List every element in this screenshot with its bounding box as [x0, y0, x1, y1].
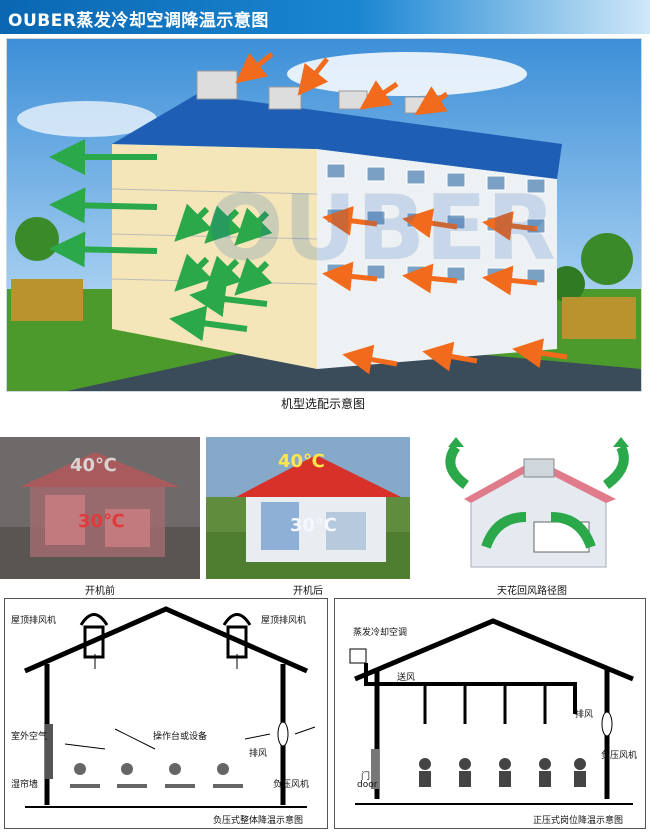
positive-pressure-diagram: 蒸发冷却空调 送风 排风 门 door 负压风机 正压式岗位降温示意图: [334, 598, 646, 829]
before-inside-temp: 30℃: [78, 511, 125, 532]
main-illustration: OUBER: [6, 38, 642, 392]
supply-air-label: 送风: [397, 673, 416, 683]
evap-unit-label: 蒸发冷却空调: [353, 628, 408, 638]
negative-pressure-diagram: 屋顶排风机 屋顶排风机 室外空气 湿帘墙 操作台或设备 排风 负压风机 负压式整…: [4, 598, 328, 829]
after-roof-temp: 40℃: [278, 451, 325, 472]
after-inside-temp: 30℃: [290, 515, 337, 536]
exhaust-label: 排风: [249, 749, 268, 759]
wet-curtain-label: 湿帘墙: [11, 780, 39, 790]
watermark-text: OUBER: [207, 176, 556, 281]
negative-fan-label: 负压风机: [273, 780, 310, 790]
door-label: 门: [361, 772, 371, 782]
positive-pressure-caption: 正压式岗位降温示意图: [533, 816, 624, 826]
workstation-label: 操作台或设备: [153, 732, 208, 742]
negative-fan-label-right: 负压风机: [601, 751, 638, 761]
negative-pressure-caption: 负压式整体降温示意图: [213, 816, 304, 826]
before-photo: 40℃ 30℃: [0, 437, 200, 579]
page-title: OUBER蒸发冷却空调降温示意图: [8, 11, 269, 31]
building-diagram: OUBER: [7, 39, 641, 391]
exhaust-label-right: 排风: [575, 710, 594, 720]
roof-fan-left-label: 屋顶排风机: [11, 616, 57, 626]
main-caption: 机型选配示意图: [280, 397, 365, 411]
header-bar: [0, 0, 650, 34]
return-air-diagram: [416, 437, 648, 579]
before-caption: 开机前: [85, 586, 115, 597]
return-caption: 天花回风路径图: [497, 586, 567, 597]
before-roof-temp: 40℃: [70, 455, 117, 476]
after-photo: 40℃ 30℃: [206, 437, 410, 579]
roof-fan-right-label: 屋顶排风机: [261, 616, 307, 626]
after-caption: 开机后: [293, 586, 323, 597]
outside-air-label: 室外空气: [11, 732, 48, 742]
door-label-en: door: [357, 780, 378, 790]
